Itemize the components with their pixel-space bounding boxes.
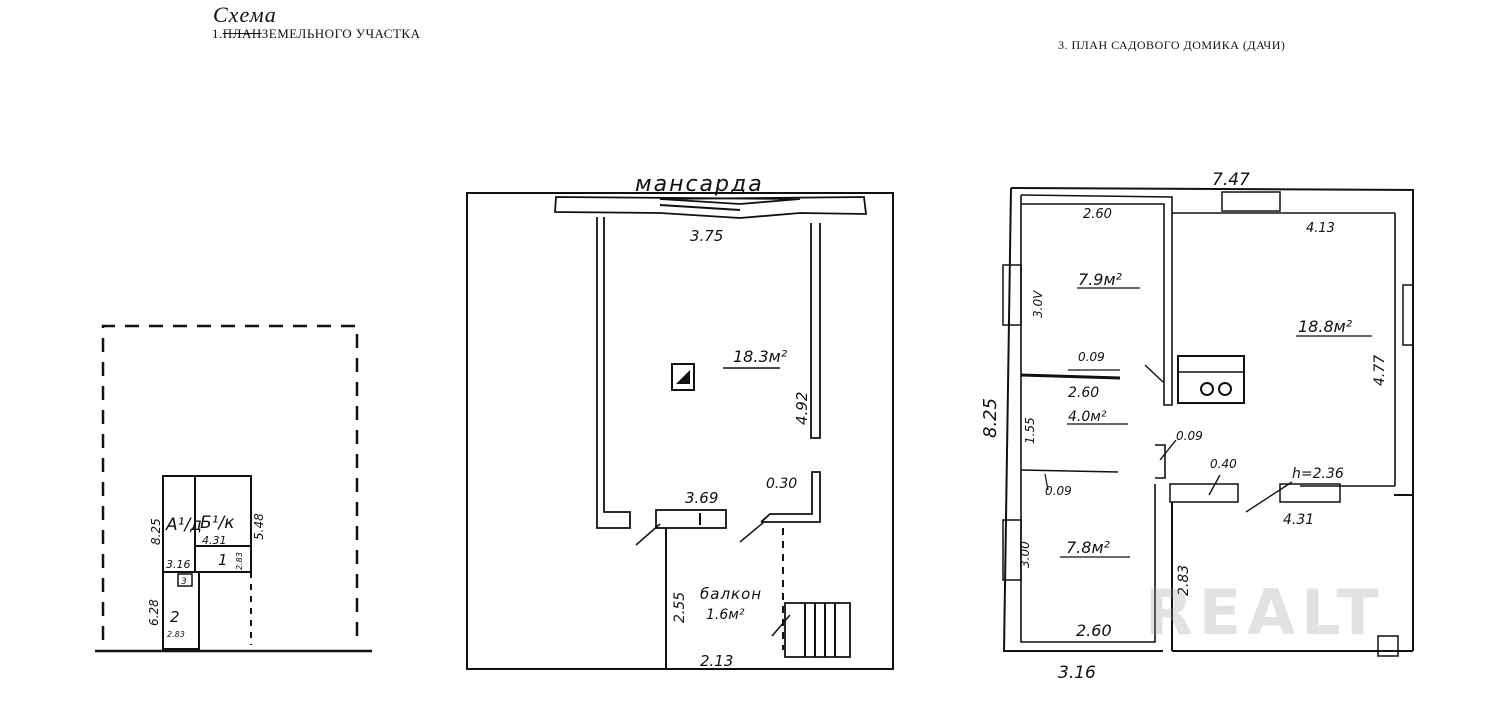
- attic-bottom-width: 3.69: [685, 489, 718, 507]
- schema-title: Схема: [213, 2, 277, 27]
- gf-room2-area: 18.8м²: [1298, 317, 1353, 336]
- stove-burner: [1218, 382, 1232, 396]
- gf-total-depth: 8.25: [980, 398, 1001, 438]
- attic-window: [659, 204, 741, 211]
- label-1: 1: [218, 551, 228, 569]
- leader-line: [635, 523, 661, 546]
- window-left-top: [1002, 264, 1022, 326]
- gf-room2-depth: 4.77: [1372, 355, 1388, 386]
- window-top: [1221, 191, 1281, 212]
- building-3: [177, 573, 193, 587]
- gf-hall-area: 4.0м²: [1068, 409, 1107, 425]
- balcony-width: 2.13: [700, 652, 733, 670]
- stove-partition: [1169, 483, 1239, 503]
- gf-room1-width: 2.60: [1083, 207, 1112, 222]
- gf-room3-width: 2.60: [1076, 621, 1112, 640]
- attic-labels: мансарда 3.75 18.3м² 4.92 3.69 0.30 балк…: [635, 172, 811, 670]
- balcony-depth: 2.55: [672, 592, 688, 623]
- gf-hall-width: 2.60: [1068, 385, 1099, 401]
- attic-area: 18.3м²: [733, 347, 788, 366]
- dim-283-a: 2.83: [235, 552, 244, 570]
- gf-hall-depth: 1.55: [1023, 417, 1037, 444]
- door-jamb: [1155, 444, 1166, 479]
- plot-strike: ПЛАН: [222, 26, 262, 41]
- building-2: [162, 571, 200, 650]
- inner-wall-left: [1020, 195, 1156, 643]
- outer-wall-left: [1002, 187, 1163, 652]
- gf-partition-1: 0.09: [1078, 350, 1105, 364]
- gf-right-lower: 4.31: [1283, 512, 1314, 528]
- gf-room1-area: 7.9м²: [1078, 270, 1123, 289]
- attic-right-wall: [810, 223, 821, 439]
- gf-total-width: 7.47: [1212, 170, 1250, 190]
- attic-partition-right: [760, 471, 821, 523]
- gf-partition-3: 0.09: [1045, 484, 1072, 498]
- label-a: А¹/д: [165, 515, 202, 535]
- window-bottom: [1279, 483, 1341, 503]
- label-3: 3: [181, 577, 187, 587]
- chimney-mark: [676, 370, 690, 384]
- gf-height: h=2.36: [1292, 466, 1344, 482]
- attic-partition-left: [655, 509, 727, 529]
- staircase: [784, 602, 851, 658]
- attic-roof-ridge: [554, 196, 868, 219]
- gf-room2-width: 4.13: [1306, 221, 1335, 236]
- dim-316: 3.16: [166, 558, 191, 571]
- gf-stove-width: 0.40: [1210, 457, 1237, 471]
- dim-628: 6.28: [147, 599, 161, 626]
- attic-depth: 4.92: [793, 392, 811, 425]
- dim-283-b: 2.83: [167, 630, 185, 639]
- gf-room1-depth: 3.0V: [1031, 290, 1045, 318]
- attic-top-width: 3.75: [690, 227, 723, 245]
- partition-hall-bottom: [1020, 469, 1119, 473]
- window-right: [1402, 284, 1414, 346]
- leader-line: [1144, 364, 1164, 383]
- plot-title-rest: ЗЕМЕЛЬНОГО УЧАСТКА: [261, 26, 421, 41]
- leader-line: [1208, 474, 1221, 496]
- site-plan-labels: А¹/д Б¹/к 1 2 3 8.25 5.48 4.31 3.16 2.83…: [147, 513, 266, 639]
- gf-room3-depth: 3.00: [1018, 541, 1032, 568]
- stove-burner: [1200, 382, 1214, 396]
- outer-wall-top-right: [1010, 187, 1414, 496]
- room1-wall: [1020, 194, 1173, 406]
- balcony-area: 1.6м²: [706, 607, 745, 623]
- ground-floor-plan: [1002, 187, 1414, 657]
- leader-line: [1245, 481, 1293, 513]
- gf-bottom-width: 3.16: [1058, 663, 1096, 683]
- leader-line: [771, 614, 791, 637]
- balcony-label: балкон: [700, 585, 762, 603]
- dim-line: [1044, 473, 1049, 491]
- partition-hall-top: [1020, 373, 1121, 380]
- dim-431: 4.31: [202, 534, 227, 547]
- site-plan: [95, 324, 372, 653]
- attic-left-wall: [596, 217, 631, 529]
- plot-title: 1.ПЛАНЗЕМЕЛЬНОГО УЧАСТКА: [212, 26, 420, 42]
- plot-number: 1.: [212, 26, 223, 41]
- leader-line: [739, 521, 765, 543]
- plot-boundary: [101, 324, 359, 640]
- leader-line: [1159, 439, 1177, 461]
- stove: [1177, 355, 1245, 404]
- corner-box: [1377, 635, 1399, 657]
- building-1: [194, 545, 252, 573]
- dim-548: 5.48: [252, 513, 266, 540]
- watermark: REALT: [1145, 576, 1385, 649]
- attic-title: мансарда: [635, 172, 764, 197]
- attic-outline: [466, 192, 894, 670]
- gf-room3-side: 2.83: [1176, 565, 1192, 596]
- chimney: [671, 363, 695, 391]
- window-left-bottom: [1002, 519, 1022, 581]
- label-2: 2: [170, 608, 180, 626]
- attic-plan: [466, 192, 894, 670]
- gf-partition-2: 0.09: [1176, 429, 1203, 443]
- label-b: Б¹/к: [200, 513, 235, 533]
- attic-wall: 0.30: [766, 476, 797, 492]
- ground-floor-labels: 7.47 2.60 4.13 7.9м² 3.0V 18.8м² 4.77 8.…: [980, 170, 1388, 683]
- house-plan-title: 3. ПЛАН САДОВОГО ДОМИКА (ДАЧИ): [1058, 38, 1286, 52]
- dim-825: 8.25: [149, 518, 163, 545]
- gf-room3-area: 7.8м²: [1066, 538, 1111, 557]
